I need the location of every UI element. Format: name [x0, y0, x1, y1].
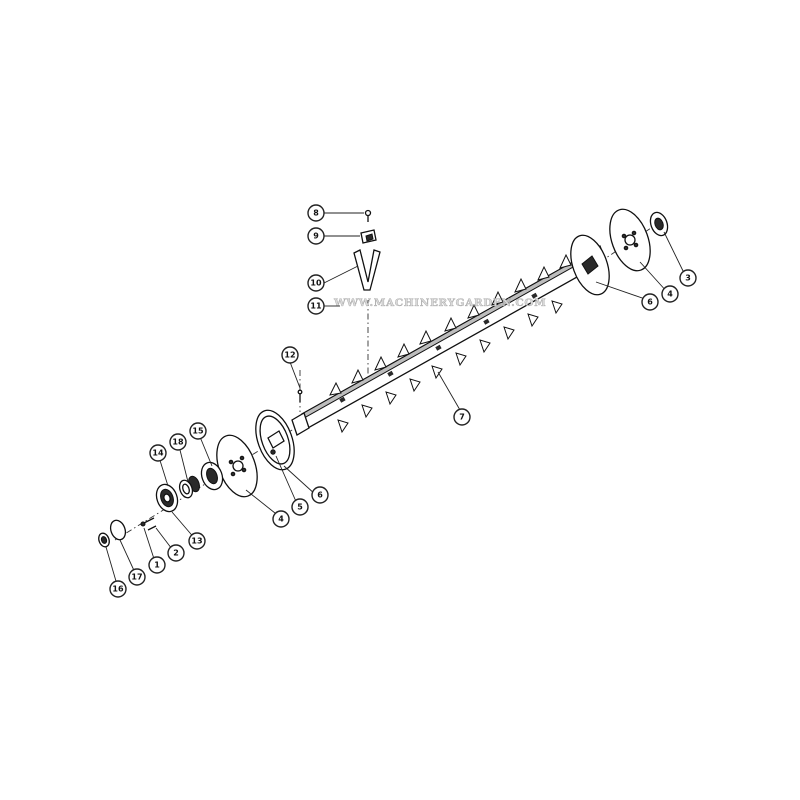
callouts: 8 9 10 11 12 7 6 4 3 6 5 4 15 18 14 13 2… [109, 204, 697, 598]
rotor-knife-shadows [339, 292, 538, 403]
callout-15: 15 [189, 422, 207, 440]
svg-text:17: 17 [131, 573, 142, 582]
callout-13: 13 [188, 532, 206, 550]
callout-10: 10 [307, 274, 325, 292]
svg-text:7: 7 [459, 413, 465, 422]
callout-4-right: 4 [661, 285, 679, 303]
svg-text:6: 6 [647, 298, 653, 307]
callout-6-left: 6 [311, 486, 329, 504]
svg-text:1: 1 [154, 561, 160, 570]
svg-text:3: 3 [685, 274, 691, 283]
callout-5: 5 [291, 498, 309, 516]
svg-text:6: 6 [317, 491, 323, 500]
svg-text:4: 4 [667, 290, 673, 299]
svg-text:4: 4 [278, 515, 284, 524]
callout-9: 9 [307, 227, 325, 245]
svg-text:15: 15 [192, 427, 204, 436]
left-bearing-stack [98, 461, 224, 548]
callout-4-left: 4 [272, 510, 290, 528]
callout-8: 8 [307, 204, 325, 222]
callout-2: 2 [167, 544, 185, 562]
svg-text:11: 11 [310, 302, 322, 311]
right-end-assembly [570, 208, 669, 296]
screw-head [364, 209, 372, 217]
callout-1: 1 [148, 556, 166, 574]
svg-text:10: 10 [310, 279, 322, 288]
left-end-assembly [216, 409, 295, 498]
snap-ring [109, 519, 127, 541]
v-knife [353, 249, 381, 291]
callout-7: 7 [453, 408, 471, 426]
svg-text:16: 16 [112, 585, 124, 594]
top-hardware [297, 209, 381, 402]
svg-text:9: 9 [313, 232, 319, 241]
callout-16: 16 [109, 580, 127, 598]
callout-11: 11 [307, 297, 325, 315]
pin [297, 389, 303, 395]
svg-text:13: 13 [191, 537, 202, 546]
rotor-knives [329, 253, 572, 434]
callout-6-right: 6 [641, 293, 659, 311]
svg-text:14: 14 [152, 449, 164, 458]
svg-text:18: 18 [172, 438, 184, 447]
watermark: WWW.MACHINERYGARDEN.COM [333, 297, 546, 309]
svg-text:2: 2 [173, 549, 179, 558]
callout-12: 12 [281, 346, 299, 364]
leader-lines [105, 212, 686, 589]
callout-3: 3 [679, 269, 697, 287]
callout-14: 14 [149, 444, 167, 462]
callout-17: 17 [128, 568, 146, 586]
rotor-shaft [291, 245, 606, 436]
svg-text:8: 8 [313, 209, 319, 218]
svg-text:5: 5 [297, 503, 303, 512]
callout-18: 18 [169, 433, 187, 451]
svg-text:12: 12 [284, 351, 295, 360]
